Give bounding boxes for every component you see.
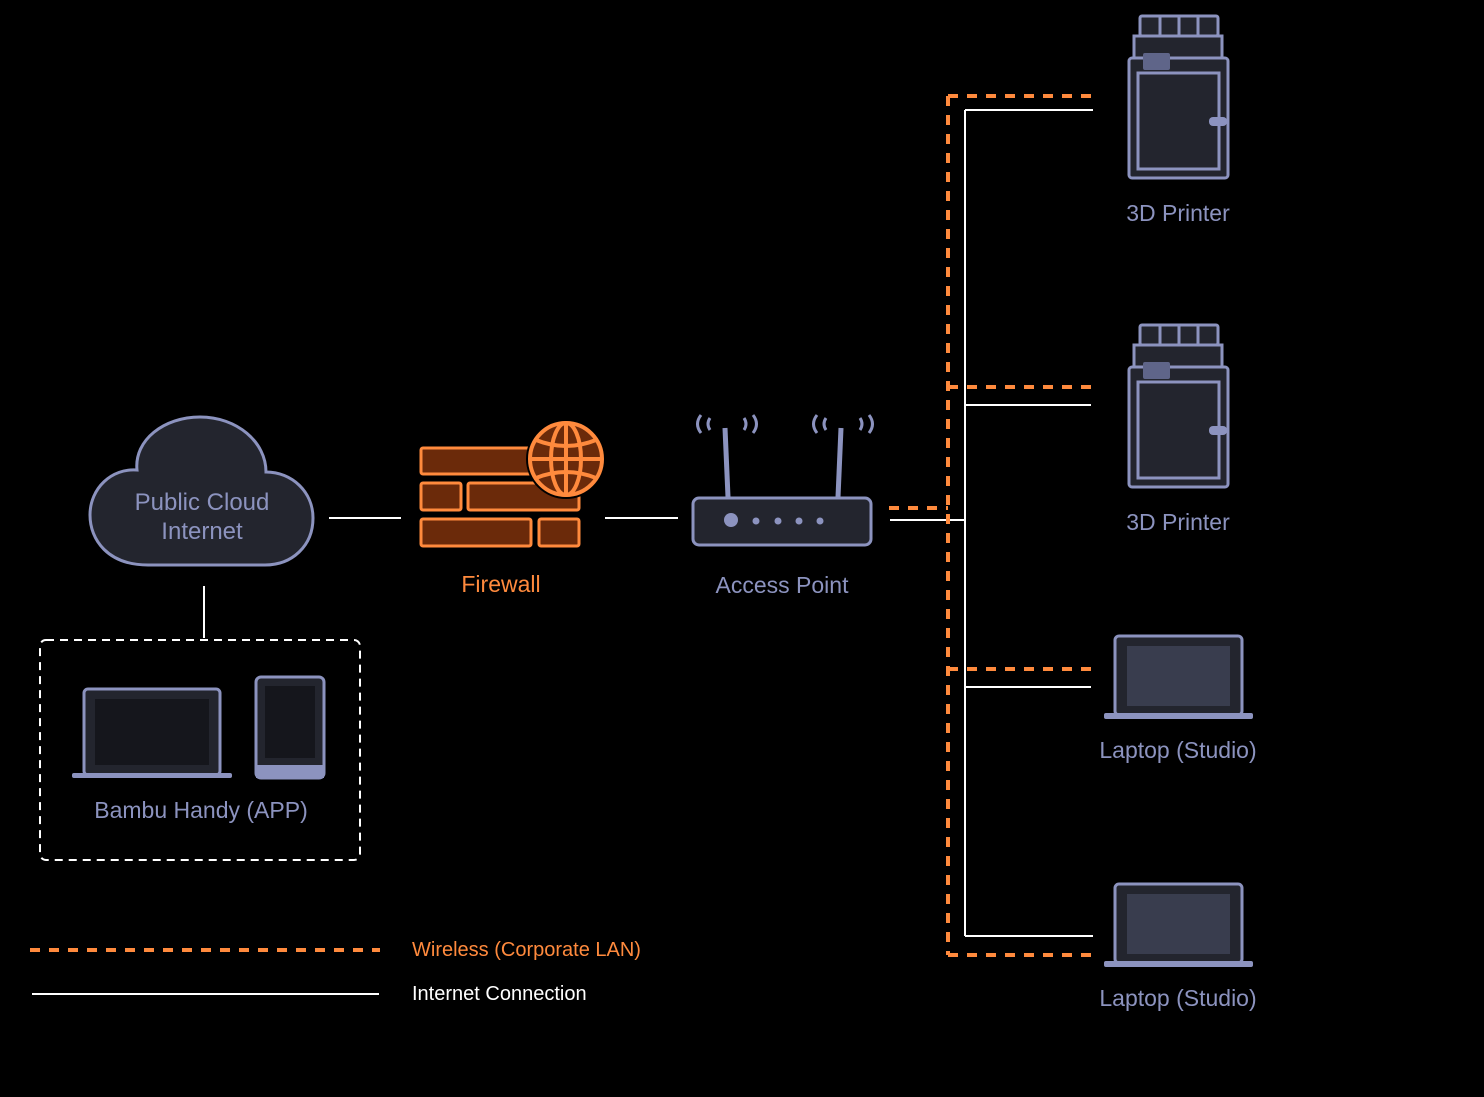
cloud-label-line1: Public Cloud (134, 489, 270, 516)
phone-icon (254, 675, 326, 780)
legend-wired-label: Internet Connection (412, 983, 587, 1005)
laptop-icon (72, 687, 232, 778)
printer-icon (1127, 14, 1230, 180)
access-point-label: Access Point (715, 572, 849, 598)
legend-wireless-label: Wireless (Corporate LAN) (412, 939, 641, 961)
firewall-label: Firewall (461, 571, 541, 597)
device-label-laptop-2: Laptop (Studio) (1099, 985, 1257, 1011)
cloud-label-line2: Internet (161, 518, 243, 545)
router-icon (691, 414, 874, 547)
app-group-label: Bambu Handy (APP) (94, 797, 308, 823)
wired-connections (203, 109, 1093, 937)
laptop-icon (1104, 882, 1253, 967)
wireless-connections (889, 94, 1095, 957)
cloud-label: Public Cloud Internet (135, 488, 270, 546)
device-label-printer-2: 3D Printer (1126, 509, 1230, 535)
cloud-icon (88, 415, 315, 567)
device-label-laptop-1: Laptop (Studio) (1099, 737, 1257, 763)
device-label-printer-1: 3D Printer (1126, 200, 1230, 226)
laptop-icon (1104, 634, 1253, 719)
firewall-globe-icon (419, 419, 606, 548)
app-group-box (39, 639, 361, 861)
printer-icon (1127, 323, 1230, 489)
